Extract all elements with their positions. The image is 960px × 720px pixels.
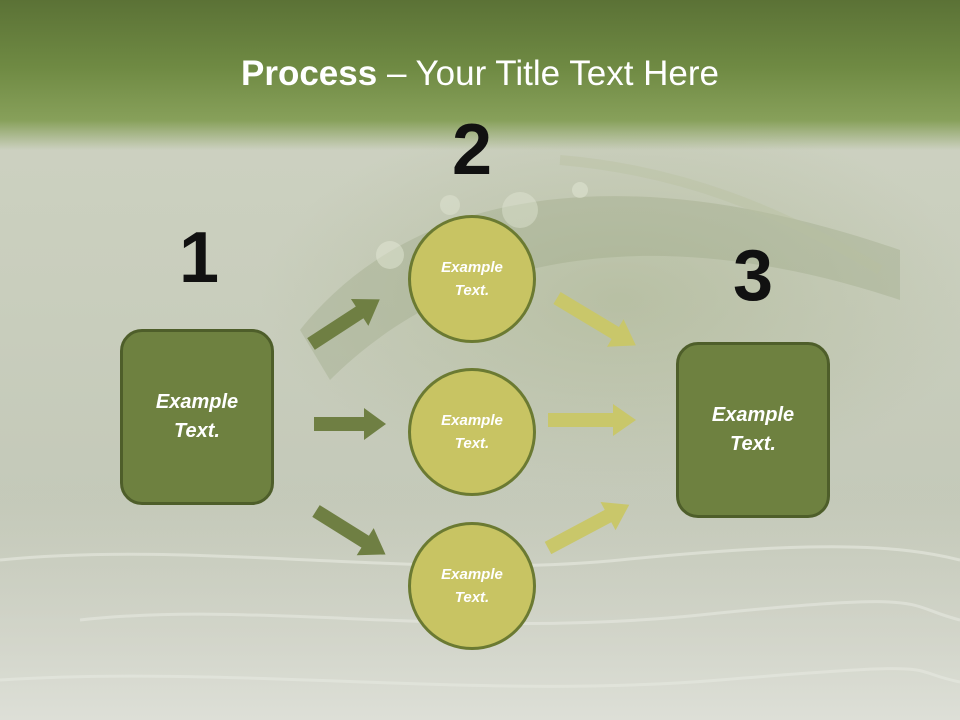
title-bar <box>0 0 960 150</box>
slide-title: Process – Your Title Text Here <box>0 52 960 96</box>
title-rest: – Your Title Text Here <box>377 54 719 93</box>
circle-bottom-text: Example Text. <box>441 566 503 606</box>
arrow-bottom-to-right <box>544 501 630 555</box>
right-step-box-text: Example Text. <box>711 404 795 455</box>
step-number-3: 3 <box>732 236 774 316</box>
arrow-left-to-bottom <box>312 505 386 556</box>
arrow-left-to-middle <box>314 408 386 440</box>
circle-middle-text: Example Text. <box>441 412 503 452</box>
arrow-left-to-top <box>307 298 380 350</box>
circle-top: Example Text. <box>408 215 536 343</box>
arrow-top-to-right <box>553 291 636 347</box>
arrow-middle-to-right <box>548 404 636 436</box>
left-step-box-text: Example Text. <box>155 391 239 442</box>
title-bold: Process <box>241 54 378 93</box>
circle-bottom: Example Text. <box>408 522 536 650</box>
left-step-box: Example Text. <box>120 329 274 505</box>
circle-middle: Example Text. <box>408 368 536 496</box>
step-number-2: 2 <box>451 110 493 190</box>
step-number-1: 1 <box>178 218 220 298</box>
right-step-box: Example Text. <box>676 342 830 518</box>
circle-top-text: Example Text. <box>441 259 503 299</box>
